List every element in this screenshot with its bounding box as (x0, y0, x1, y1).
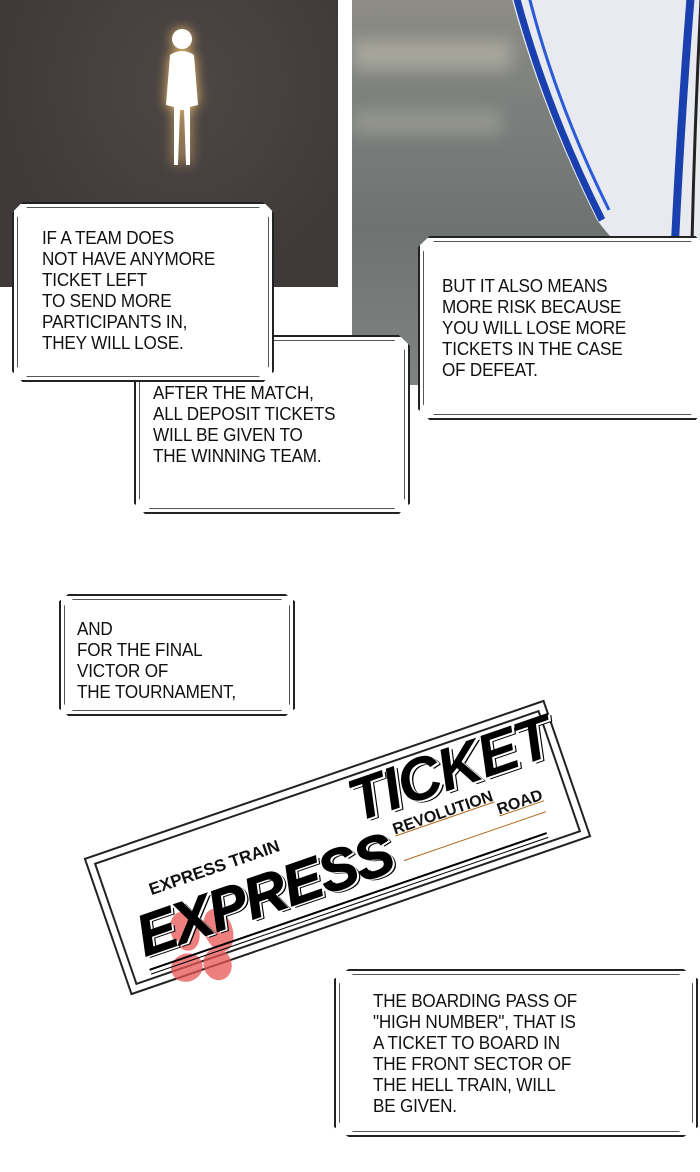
caption-box: AND FOR THE FINAL VICTOR OF THE TOURNAME… (59, 594, 295, 716)
caption-text: AND FOR THE FINAL VICTOR OF THE TOURNAME… (77, 619, 236, 702)
character-coat-illustration (512, 0, 700, 243)
background-light (352, 40, 512, 70)
express-ticket-illustration: EXPRESS TRAIN EXPRESS TICKET REVOLUTION … (83, 699, 592, 996)
caption-text: THE BOARDING PASS OF "HIGH NUMBER", THAT… (373, 991, 577, 1116)
caption-text: AFTER THE MATCH, ALL DEPOSIT TICKETS WIL… (153, 383, 336, 466)
glowing-person-silhouette (166, 29, 198, 165)
flower-emblem (170, 908, 234, 982)
caption-text: BUT IT ALSO MEANS MORE RISK BECAUSE YOU … (442, 276, 627, 380)
caption-text: IF A TEAM DOES NOT HAVE ANYMORE TICKET L… (42, 228, 216, 353)
background-light (352, 110, 502, 135)
caption-box: THE BOARDING PASS OF "HIGH NUMBER", THAT… (334, 969, 698, 1137)
caption-box: IF A TEAM DOES NOT HAVE ANYMORE TICKET L… (12, 202, 274, 382)
speech-box: BUT IT ALSO MEANS MORE RISK BECAUSE YOU … (418, 236, 700, 420)
